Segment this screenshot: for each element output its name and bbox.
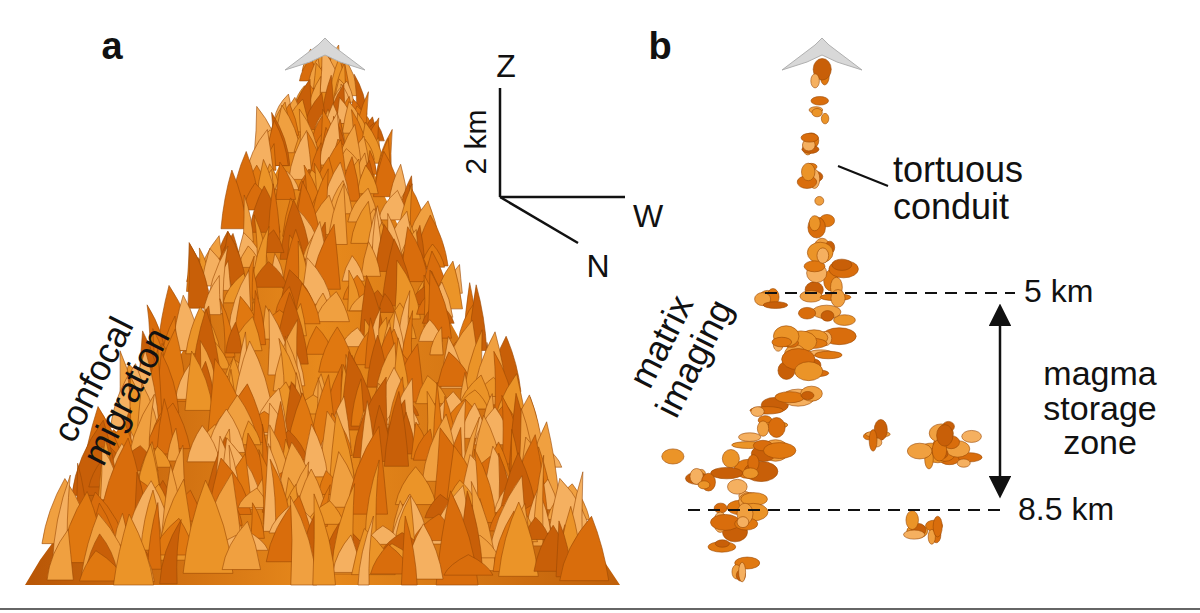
- image-fragment: [811, 74, 820, 88]
- leader-line: [838, 166, 888, 186]
- image-fragment: [315, 292, 349, 322]
- image-fragment: [811, 97, 829, 106]
- image-fragment: [251, 503, 264, 539]
- image-fragment: [795, 362, 823, 381]
- scale-label: 2 km: [461, 109, 492, 174]
- image-fragment: [444, 555, 493, 575]
- image-fragment: [751, 407, 764, 417]
- image-fragment: [739, 562, 746, 582]
- image-fragment: [221, 170, 247, 229]
- image-fragment: [802, 163, 815, 181]
- image-fragment: [775, 392, 805, 403]
- depth-label: 8.5 km: [1018, 493, 1114, 526]
- image-fragment: [832, 259, 852, 270]
- image-fragment: [907, 443, 932, 459]
- image-fragment: [342, 256, 364, 281]
- image-fragment: [743, 468, 759, 479]
- image-fragment: [727, 479, 747, 494]
- depth-label: 5 km: [1024, 275, 1093, 308]
- image-fragment: [763, 302, 787, 309]
- confocal-image: [25, 45, 620, 585]
- image-fragment: [711, 467, 743, 478]
- axes: [500, 88, 625, 243]
- image-fragment: [809, 216, 820, 231]
- image-fragment: [252, 262, 287, 288]
- image-fragment: [768, 418, 785, 438]
- image-fragment: [226, 322, 243, 353]
- panel-letter: a: [101, 27, 122, 66]
- image-fragment: [957, 459, 970, 467]
- image-fragment: [801, 391, 814, 399]
- image-fragment: [698, 481, 710, 489]
- depth-line: [688, 509, 1008, 511]
- volcano-surface: [782, 38, 862, 70]
- image-fragment: [185, 351, 213, 410]
- zone-label: magma storage zone: [1014, 356, 1186, 460]
- depth-line: [765, 292, 1015, 294]
- image-fragment: [222, 521, 260, 569]
- cone-body: [25, 50, 620, 585]
- image-fragment: [662, 449, 684, 464]
- image-fragment: [714, 503, 727, 513]
- image-fragment: [560, 516, 609, 580]
- image-fragment: [962, 430, 982, 442]
- image-fragment: [160, 519, 182, 583]
- image-fragment: [313, 494, 336, 585]
- image-fragment: [801, 133, 818, 142]
- image-fragment: [739, 433, 761, 442]
- image-fragment: [361, 242, 380, 277]
- image-fragment: [395, 467, 436, 505]
- image-fragment: [358, 516, 373, 585]
- image-fragment: [933, 516, 942, 537]
- image-fragment: [722, 450, 739, 468]
- range-arrow: [999, 308, 1002, 494]
- image-fragment: [807, 242, 833, 263]
- image-fragment: [430, 327, 443, 355]
- image-fragment: [937, 425, 953, 447]
- image-fragment: [798, 307, 815, 319]
- image-fragment: [821, 311, 834, 322]
- axis-label: N: [586, 250, 609, 283]
- panel-letter: b: [648, 27, 671, 66]
- image-fragment: [499, 502, 539, 576]
- image-fragment: [384, 391, 408, 466]
- image-fragment: [869, 430, 877, 452]
- image-fragment: [715, 540, 729, 547]
- image-fragment: [113, 514, 153, 585]
- image-fragment: [290, 496, 317, 585]
- image-fragment: [757, 421, 768, 436]
- image-fragment: [812, 108, 822, 116]
- axis-label: Z: [496, 50, 516, 83]
- image-fragment: [904, 530, 925, 539]
- image-fragment: [817, 248, 829, 263]
- image-fragment: [772, 337, 792, 347]
- image-fragment: [815, 351, 842, 358]
- image-fragment: [47, 529, 73, 580]
- axis-label: W: [633, 200, 663, 233]
- image-fragment: [378, 294, 394, 313]
- image-fragment: [763, 443, 795, 459]
- image-fragment: [737, 517, 749, 528]
- volcano-surface: [285, 38, 365, 70]
- method-label: matrix imaging: [609, 262, 747, 438]
- image-fragment: [401, 516, 417, 585]
- image-fragment: [906, 511, 918, 530]
- image-fragment: [147, 503, 161, 570]
- image-fragment: [821, 113, 828, 123]
- image-fragment: [815, 196, 824, 205]
- image-fragment: [801, 386, 823, 401]
- image-fragment: [187, 425, 220, 461]
- image-fragment: [276, 162, 296, 199]
- feature-label: tortuous conduit: [893, 152, 1118, 225]
- bottom-rule: [0, 608, 1200, 610]
